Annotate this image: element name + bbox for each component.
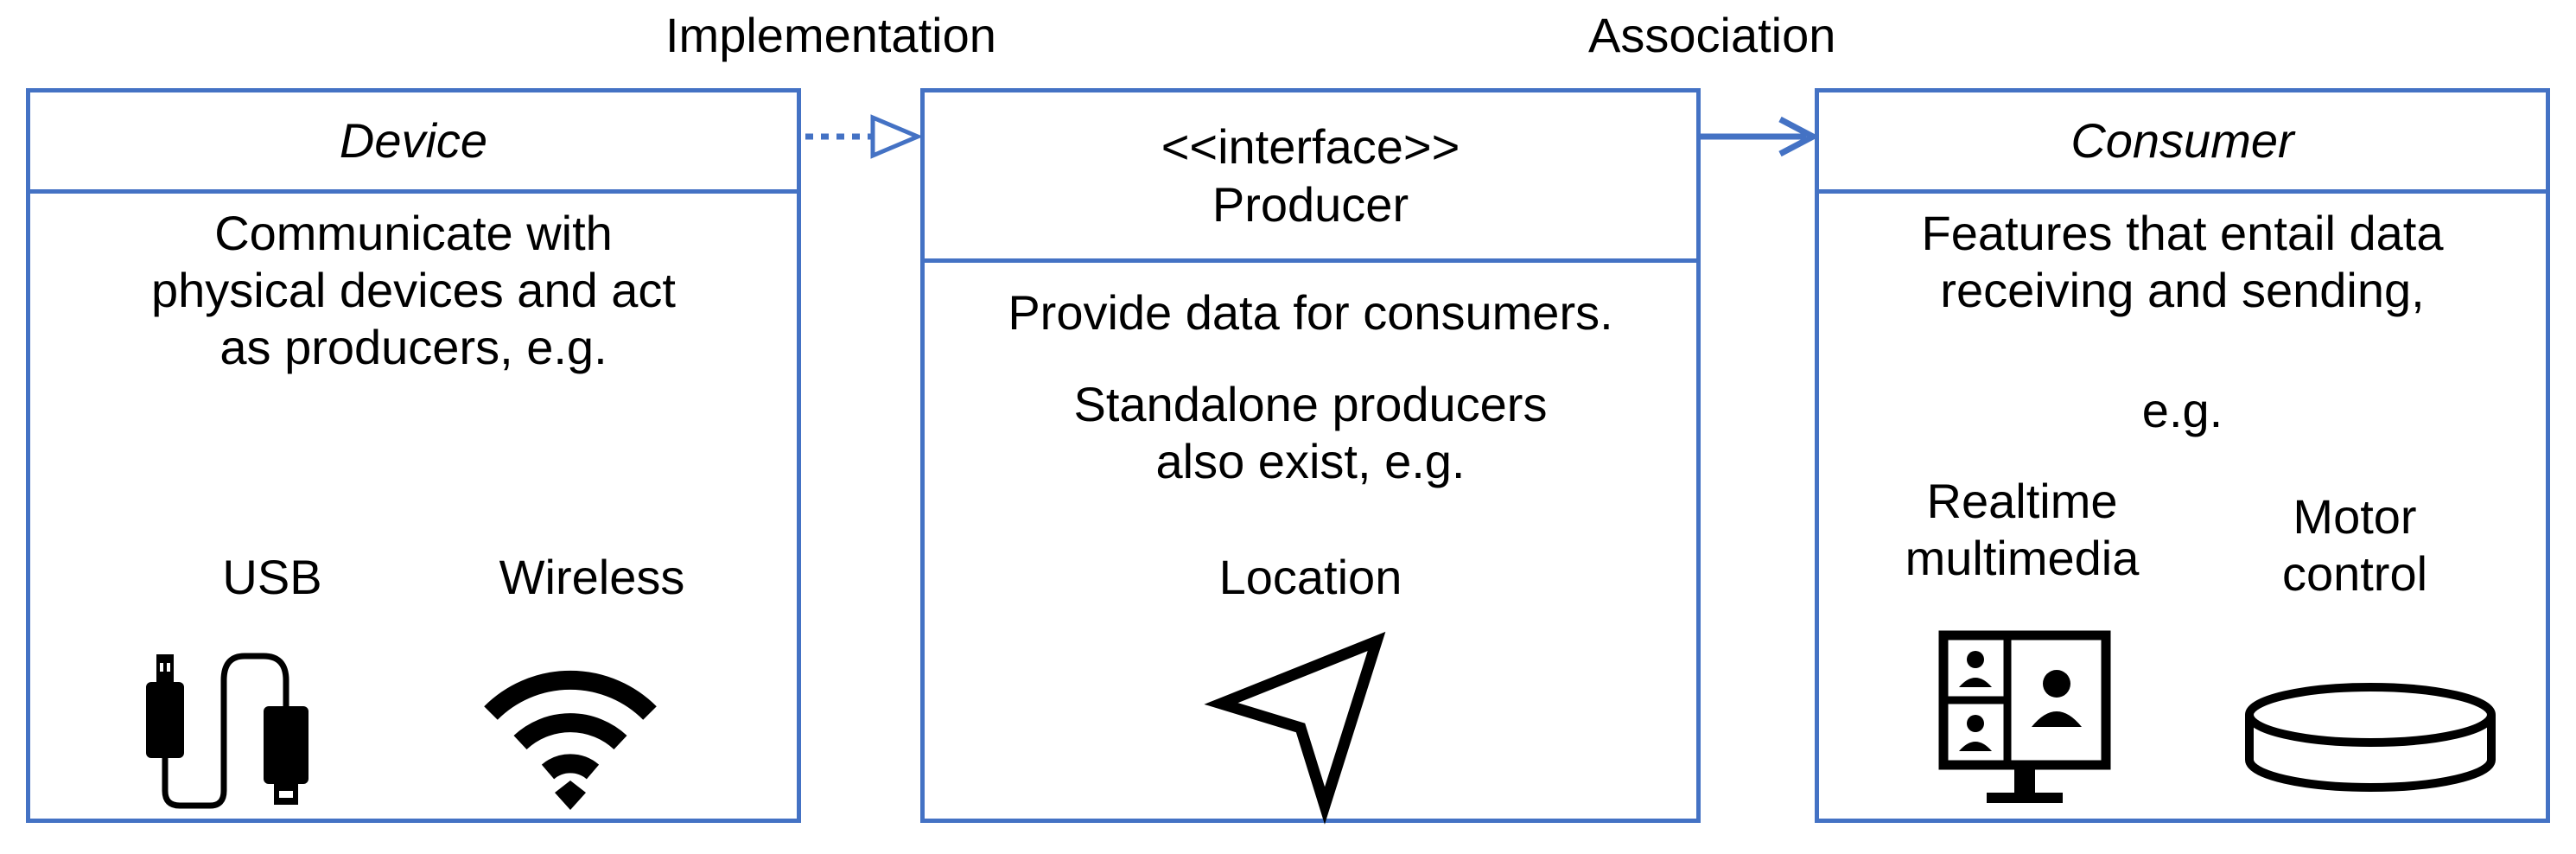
implementation-hollow-triangle [870, 114, 924, 159]
producer-standalone-text: Standalone producers also exist, e.g. [925, 376, 1696, 490]
association-label: Association [1588, 8, 1836, 62]
usb-cable-icon [146, 653, 308, 809]
device-description-line: physical devices and act [150, 263, 676, 318]
usb-label: USB [222, 550, 322, 604]
producer-title: Producer [1212, 177, 1409, 232]
device-box: Device Communicate with physical devices… [26, 88, 801, 823]
wireless-label: Wireless [499, 550, 685, 604]
producer-standalone-line: Standalone producers [1073, 377, 1548, 431]
consumer-description-line: receiving and sending, [1940, 263, 2425, 318]
realtime-multimedia-line: multimedia [1905, 531, 2140, 586]
producer-header: <<interface>> Producer [925, 92, 1696, 263]
implementation-label: Implementation [665, 8, 996, 62]
consumer-eg: e.g. [2141, 383, 2223, 437]
producer-standalone-line: also exist, e.g. [1155, 434, 1466, 489]
video-conference-icon [1938, 630, 2111, 803]
realtime-multimedia-line: Realtime [1926, 474, 2118, 528]
motor-control-line: Motor [2293, 489, 2417, 544]
location-arrow-icon [1204, 631, 1386, 825]
device-header: Device [30, 92, 797, 194]
consumer-box: Consumer Features that entail data recei… [1815, 88, 2550, 823]
consumer-title: Consumer [2070, 113, 2294, 169]
device-description-line: Communicate with [214, 206, 613, 260]
association-arrowhead [1778, 116, 1820, 157]
device-description: Communicate with physical devices and ac… [30, 205, 797, 376]
consumer-header: Consumer [1819, 92, 2546, 194]
producer-box: <<interface>> Producer Provide data for … [920, 88, 1701, 825]
consumer-description: Features that entail data receiving and … [1819, 205, 2546, 319]
motor-disc-icon [2245, 683, 2496, 792]
producer-description: Provide data for consumers. [1008, 285, 1613, 340]
realtime-multimedia-label: Realtime multimedia [1880, 473, 2165, 587]
device-description-line: as producers, e.g. [219, 320, 607, 375]
wifi-icon [484, 670, 657, 810]
location-label: Location [1218, 550, 1402, 604]
consumer-description-line: Features that entail data [1921, 206, 2444, 260]
device-title: Device [339, 113, 488, 169]
motor-control-label: Motor control [2225, 488, 2484, 602]
motor-control-line: control [2281, 546, 2428, 602]
producer-stereotype: <<interface>> [1161, 118, 1460, 174]
